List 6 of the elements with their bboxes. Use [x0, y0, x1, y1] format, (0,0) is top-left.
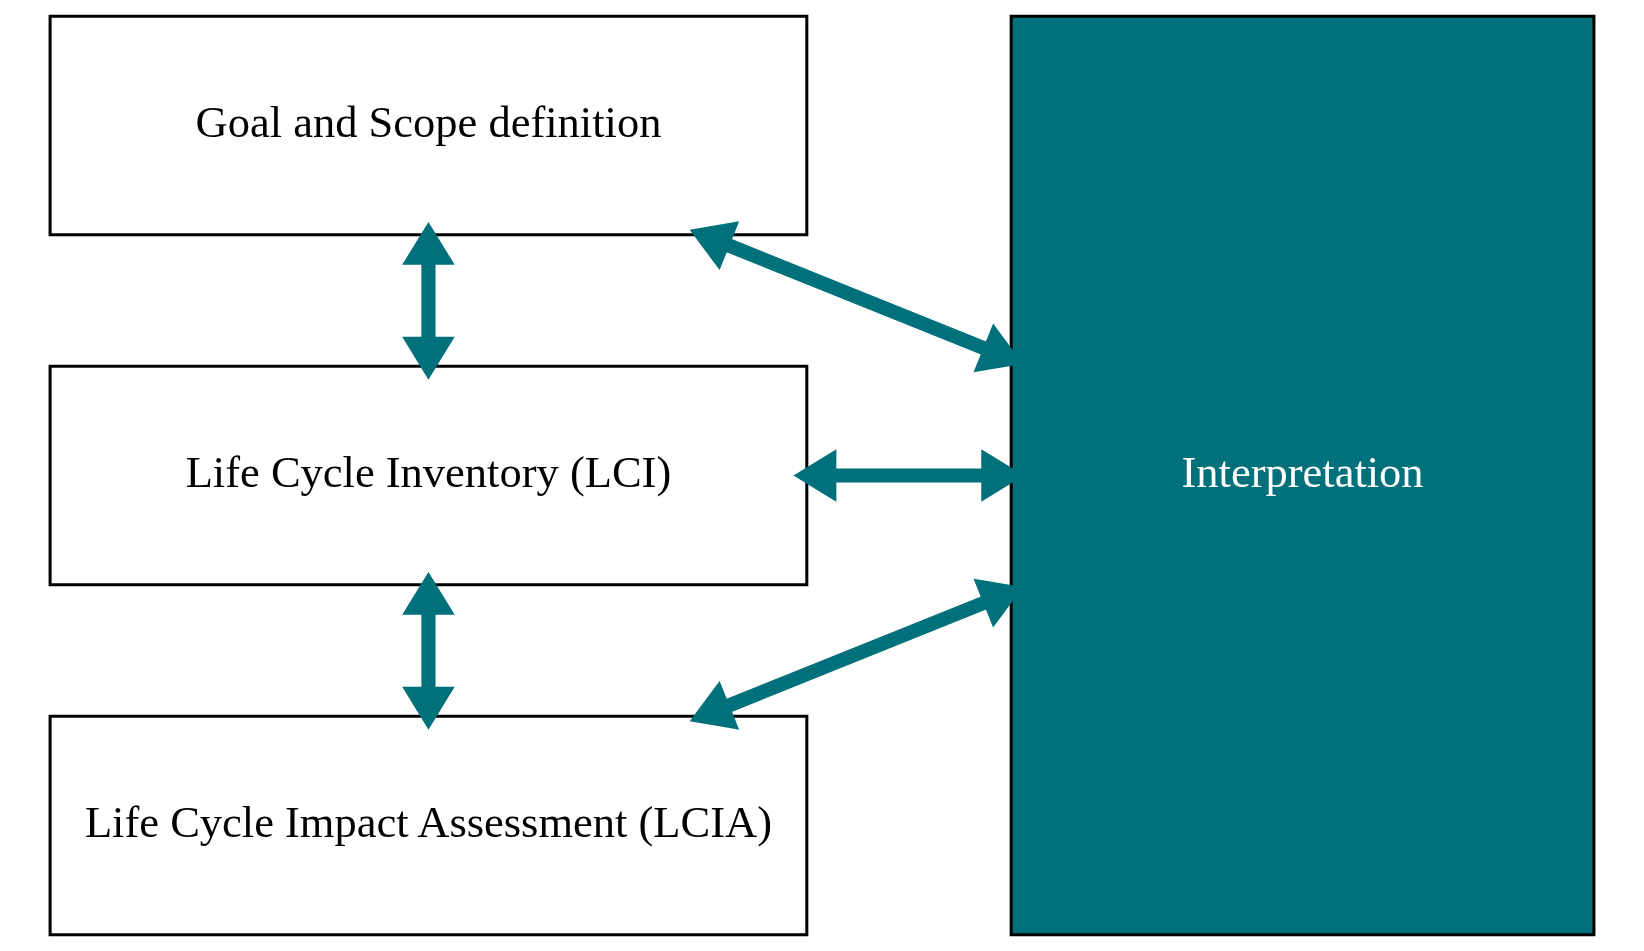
node-box: Goal and Scope definition: [48, 14, 809, 237]
node-box: Life Cycle Inventory (LCI): [48, 364, 809, 587]
arrow: [402, 221, 455, 380]
node-box: Life Cycle Impact Assessment (LCIA): [48, 714, 809, 937]
node-box: Interpretation: [1009, 14, 1596, 937]
arrow: [402, 571, 455, 730]
